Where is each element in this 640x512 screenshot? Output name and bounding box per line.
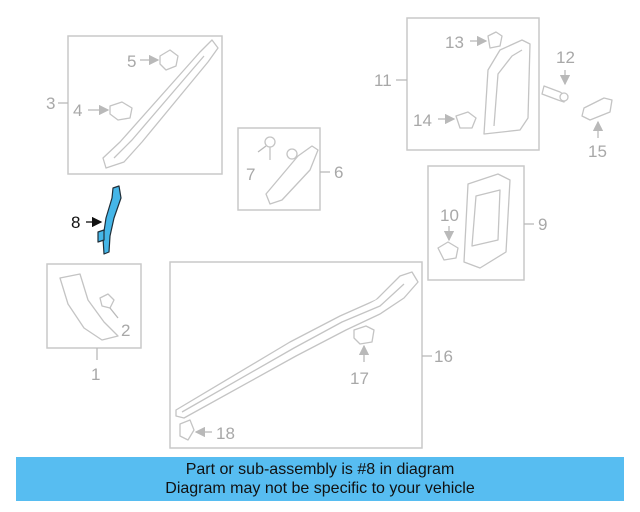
callout-1: 1	[91, 365, 100, 384]
group-loose-parts: 12 15	[541, 48, 613, 161]
callout-9: 9	[538, 215, 547, 234]
callout-15: 15	[588, 142, 607, 161]
weatherstrip-8-part[interactable]	[102, 185, 122, 255]
group-a-pillar: 3 4 5	[46, 35, 223, 175]
group-cowl-trim: 2 1	[46, 263, 142, 384]
group-box-6	[237, 127, 321, 211]
clip-5-part	[159, 49, 179, 71]
screw-7-head	[264, 136, 276, 148]
clip-2-part	[99, 293, 115, 309]
trim-6-hole	[286, 148, 298, 160]
group-box-1	[46, 263, 142, 349]
callout-10: 10	[440, 206, 459, 225]
scuff-plate-lip	[181, 283, 405, 413]
callout-3: 3	[46, 94, 55, 113]
callout-2: 2	[121, 321, 130, 340]
highlighted-part-8[interactable]: 8	[71, 185, 122, 255]
scuff-plate-part	[175, 271, 419, 419]
trim-6-part	[265, 145, 319, 205]
group-box-3	[67, 35, 223, 175]
callout-17: 17	[350, 369, 369, 388]
group-box-9	[427, 165, 525, 281]
screw-12-head	[559, 92, 569, 102]
clip-10-part	[437, 241, 459, 261]
b-pillar-upper-inner	[493, 49, 523, 127]
clip-17-part	[353, 325, 375, 345]
callout-7: 7	[246, 165, 255, 184]
cowl-trim-part	[59, 273, 119, 341]
a-pillar-inner-part	[113, 55, 205, 159]
callout-13: 13	[445, 33, 464, 52]
callout-5: 5	[127, 52, 136, 71]
callout-11: 11	[374, 71, 392, 90]
callout-4: 4	[73, 101, 82, 120]
group-b-pillar-lower: 10 9	[427, 165, 547, 281]
clip-4-part	[109, 101, 133, 121]
group-box-16	[169, 261, 423, 449]
leader-7	[257, 145, 267, 153]
callout-6: 6	[334, 163, 343, 182]
callout-18: 18	[216, 424, 235, 443]
group-scuff-plate: 17 18 16	[169, 261, 453, 449]
leader-2	[109, 307, 119, 319]
b-pillar-lower-panel	[471, 189, 501, 247]
clip-14-part	[455, 111, 477, 129]
group-b-pillar-upper: 13 14 11	[374, 17, 540, 151]
clip-13-part	[487, 31, 503, 49]
group-trim-6: 7 6	[237, 127, 343, 211]
weatherstrip-8-flange	[97, 229, 105, 243]
banner-line-2: Diagram may not be specific to your vehi…	[165, 480, 475, 497]
callout-8: 8	[71, 213, 80, 232]
callout-12: 12	[556, 48, 575, 67]
banner-line-1: Part or sub-assembly is #8 in diagram	[185, 461, 455, 478]
a-pillar-trim-part	[102, 39, 219, 169]
cover-15-part	[581, 97, 613, 121]
group-box-11	[406, 17, 540, 151]
callout-16: 16	[434, 347, 453, 366]
info-banner: Part or sub-assembly is #8 in diagram Di…	[16, 457, 624, 501]
clip-18-part	[179, 419, 195, 441]
callout-14: 14	[413, 111, 432, 130]
